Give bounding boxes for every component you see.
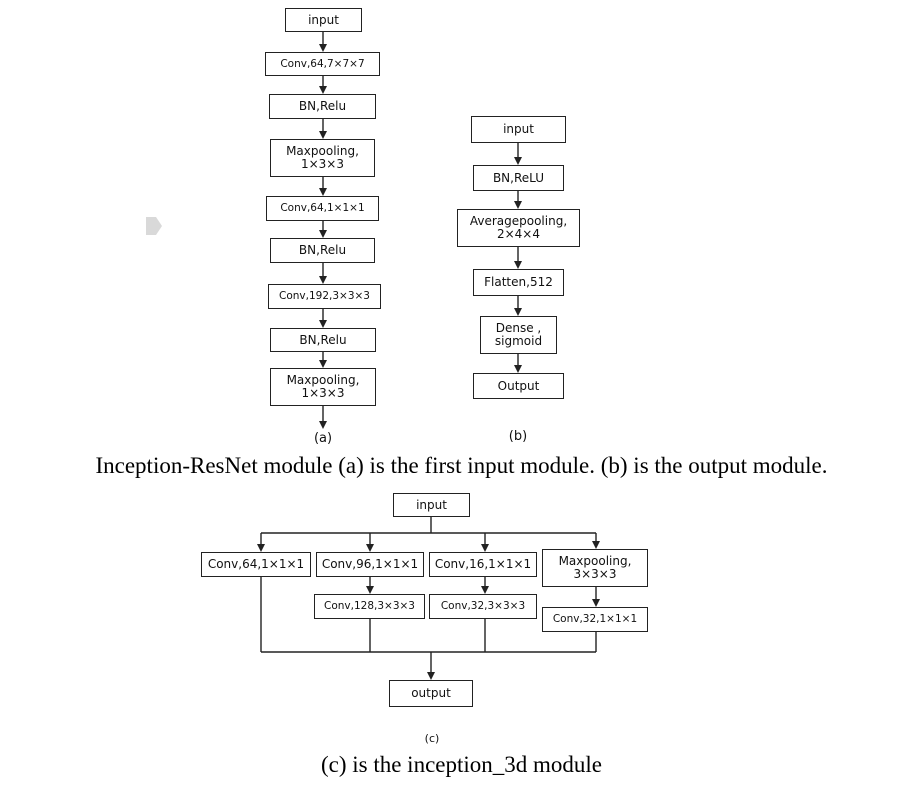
a-node-conv64-7x7x7: Conv,64,7×7×7 [265, 52, 380, 76]
c-node-conv96-1x1x1: Conv,96,1×1×1 [316, 552, 424, 577]
b-node-bn-relu: BN,ReLU [473, 165, 564, 191]
a-node-bn-relu-3: BN,Relu [270, 328, 376, 352]
a-arrow-4-head [319, 188, 327, 196]
a-node-maxpooling-1: Maxpooling, 1×3×3 [270, 139, 375, 177]
a-node-conv192-3x3x3: Conv,192,3×3×3 [268, 284, 381, 309]
c-arrow-output-head [427, 672, 435, 680]
a-arrow-8-head [319, 360, 327, 368]
a-node-maxpooling-2: Maxpooling, 1×3×3 [270, 368, 376, 406]
b-node-input: input [471, 116, 566, 143]
b-arrow-5-head [514, 365, 522, 373]
a-arrow-1-head [319, 44, 327, 52]
c-arrow-branch4-head [592, 541, 600, 549]
a-arrow-2-head [319, 86, 327, 94]
c-node-conv32-3x3x3: Conv,32,3×3×3 [429, 594, 537, 619]
b-arrow-4-head [514, 308, 522, 316]
caption-ab: Inception-ResNet module (a) is the first… [95, 453, 828, 478]
b-arrow-2-head [514, 201, 522, 209]
c-node-maxpooling-3x3x3: Maxpooling, 3×3×3 [542, 549, 648, 587]
caption-c: (c) is the inception_3d module [320, 752, 603, 777]
c-node-conv64-1x1x1: Conv,64,1×1×1 [201, 552, 311, 577]
a-arrow-5-head [319, 230, 327, 238]
c-arrow-branch3-head [481, 544, 489, 552]
c-arrow-branch2-head [366, 544, 374, 552]
b-node-dense-sigmoid: Dense , sigmoid [480, 316, 557, 354]
c-arrow-branch1-head [257, 544, 265, 552]
a-arrow-7-head [319, 320, 327, 328]
c-node-output: output [389, 680, 473, 707]
a-node-bn-relu-2: BN,Relu [270, 238, 375, 263]
b-arrow-1-head [514, 157, 522, 165]
c-node-conv32-1x1x1: Conv,32,1×1×1 [542, 607, 648, 632]
b-node-output: Output [473, 373, 564, 399]
grey-arrow-shape [146, 217, 162, 235]
b-node-flatten: Flatten,512 [473, 269, 564, 296]
a-arrow-9-head [319, 421, 327, 429]
c-node-input: input [393, 493, 470, 517]
label-b: (b) [508, 429, 528, 444]
label-a: (a) [313, 431, 333, 446]
a-arrow-3-head [319, 131, 327, 139]
label-c: (c) [424, 732, 440, 745]
c-arrow-branch4b-head [592, 599, 600, 607]
a-node-input: input [285, 8, 362, 32]
a-node-conv64-1x1x1: Conv,64,1×1×1 [266, 196, 379, 221]
a-node-bn-relu-1: BN,Relu [269, 94, 376, 119]
b-node-averagepooling: Averagepooling, 2×4×4 [457, 209, 580, 247]
c-arrow-branch3b-head [481, 586, 489, 594]
c-arrow-branch2b-head [366, 586, 374, 594]
a-arrow-6-head [319, 276, 327, 284]
c-node-conv128-3x3x3: Conv,128,3×3×3 [314, 594, 425, 619]
c-node-conv16-1x1x1: Conv,16,1×1×1 [429, 552, 537, 577]
b-arrow-3-head [514, 261, 522, 269]
